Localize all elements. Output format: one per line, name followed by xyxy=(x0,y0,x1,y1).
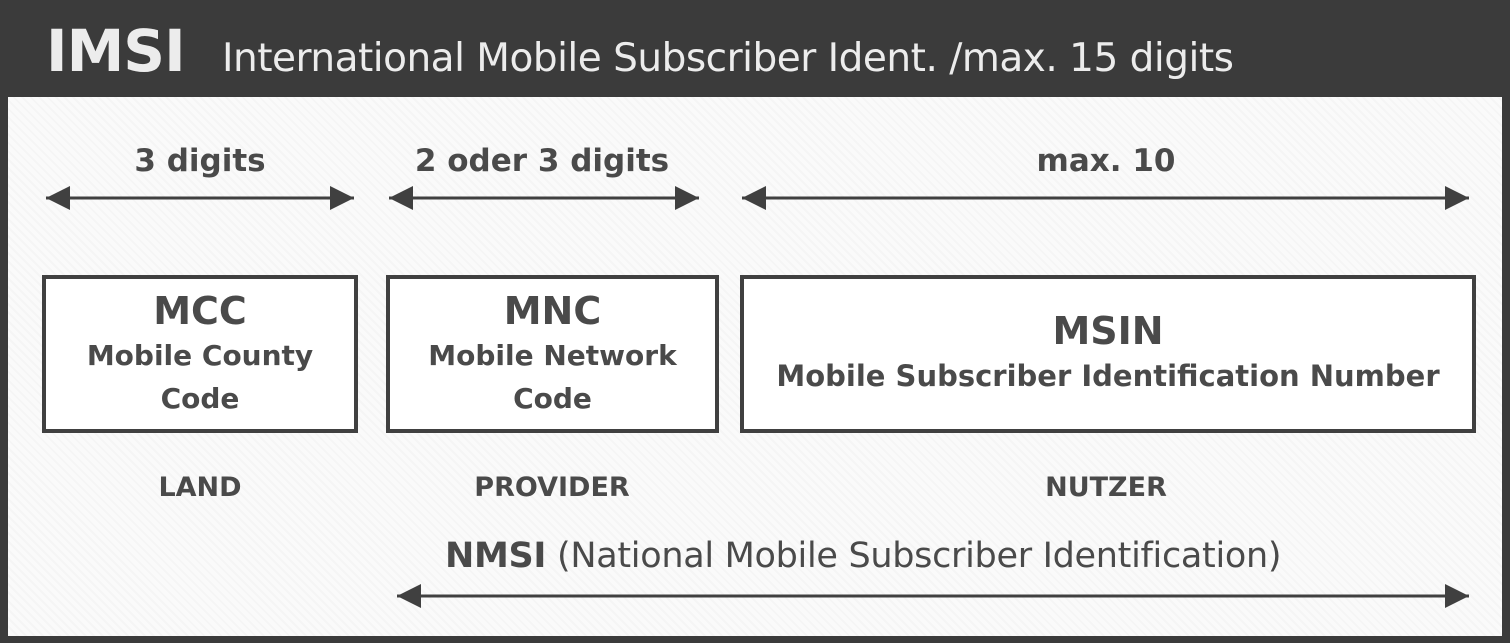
mcc-box: MCC Mobile County Code xyxy=(42,275,358,433)
header-bar: IMSI International Mobile Subscriber Ide… xyxy=(0,0,1510,97)
mcc-abbr: MCC xyxy=(153,289,247,333)
mnc-width-label: 2 oder 3 digits xyxy=(414,143,670,179)
msin-name: Mobile Subscriber Identification Number xyxy=(776,359,1440,393)
msin-width-label: max. 10 xyxy=(1036,143,1176,179)
mnc-name-line1: Mobile Network xyxy=(428,339,677,372)
msin-box: MSIN Mobile Subscriber Identification Nu… xyxy=(740,275,1476,433)
mnc-name-line2: Code xyxy=(513,382,592,415)
mcc-width-label: 3 digits xyxy=(134,143,266,179)
page-title: IMSI xyxy=(46,17,186,85)
msin-abbr: MSIN xyxy=(1052,309,1164,353)
msin-role-label: NUTZER xyxy=(1045,472,1167,503)
nmsi-caption: NMSI (National Mobile Subscriber Identif… xyxy=(445,532,1282,580)
mnc-box: MNC Mobile Network Code xyxy=(386,275,719,433)
nmsi-expansion: (National Mobile Subscriber Identificati… xyxy=(546,536,1282,576)
mcc-name-line2: Code xyxy=(160,382,240,415)
mcc-role-label: LAND xyxy=(158,472,242,503)
mnc-abbr: MNC xyxy=(503,289,602,333)
page-subtitle: International Mobile Subscriber Ident. /… xyxy=(222,36,1234,81)
mnc-role-label: PROVIDER xyxy=(474,472,630,503)
mcc-name-line1: Mobile County xyxy=(86,339,314,372)
nmsi-abbr: NMSI xyxy=(445,536,547,576)
